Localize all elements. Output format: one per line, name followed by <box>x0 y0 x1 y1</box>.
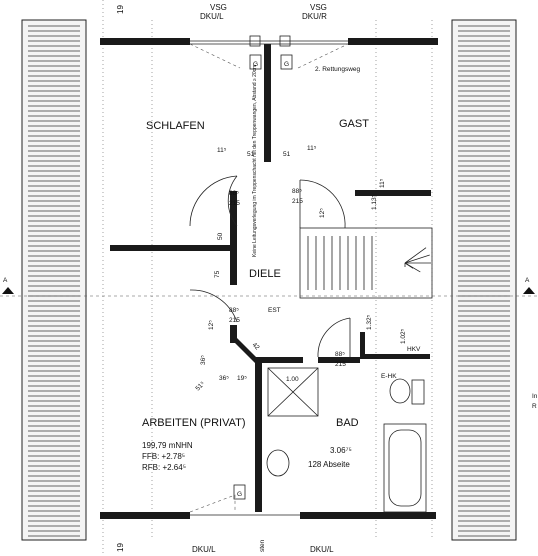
top-dku-right: DKU/R <box>302 12 327 21</box>
door4-width: 88⁵ <box>335 351 345 358</box>
dim-11a: 11⁵ <box>217 147 227 154</box>
section-arrow-right <box>523 287 535 294</box>
dim-42: 42 <box>251 341 261 351</box>
staircase <box>299 227 433 299</box>
section-mark-right: A <box>525 277 530 284</box>
dim-100: 1.00 <box>286 376 299 383</box>
dim-12a: 12⁵ <box>319 208 326 218</box>
door1-width: 88⁵ <box>229 190 239 197</box>
bottom-vertical-label: sten <box>259 539 266 552</box>
dim-11b: 11⁵ <box>307 145 317 152</box>
room-arbeiten: ARBEITEN (PRIVAT) <box>142 417 246 429</box>
door1-height: 215 <box>229 200 240 207</box>
windows-top <box>189 40 349 516</box>
door3-height: 215 <box>229 317 240 324</box>
g-mark-3: G <box>237 491 242 498</box>
right-note-2: R <box>532 403 537 410</box>
door3-width: 88⁵ <box>229 307 239 314</box>
room-bad: BAD <box>336 417 359 429</box>
door2-width: 88⁵ <box>292 188 302 195</box>
dim-113: 1.13⁵ <box>371 194 378 210</box>
door-swings <box>189 175 351 358</box>
dim-36b: 36⁵ <box>219 375 229 382</box>
bottom-dim-19: 19 <box>116 543 125 552</box>
dim-50: 50 <box>217 232 224 240</box>
stair-winder <box>404 247 427 264</box>
stair-winder <box>404 262 414 269</box>
section-arrow-left <box>2 287 14 294</box>
section-mark-left: A <box>3 277 8 284</box>
top-vsg-right: VSG <box>310 3 327 12</box>
est-label: EST <box>268 307 281 314</box>
bottom-dku-left: DKU/L <box>192 545 216 554</box>
dim-51c: 51⁵ <box>194 380 206 392</box>
right-note-1: In <box>532 393 538 400</box>
g-mark-1: G <box>253 61 258 68</box>
room-gast: GAST <box>339 118 369 130</box>
dim-132: 1.32⁵ <box>366 314 373 330</box>
top-vsg-left: VSG <box>210 3 227 12</box>
room-diele: DIELE <box>249 268 281 280</box>
stair-winder <box>404 254 430 264</box>
top-dim-19: 19 <box>116 5 125 14</box>
bad-abseite: 128 Abseite <box>308 460 350 469</box>
rettungsweg-label: 2. Rettungsweg <box>315 66 361 73</box>
arbeiten-rfb: RFB: +2.64⁵ <box>142 463 186 472</box>
hkv-label: HKV <box>407 346 421 353</box>
dim-19b: 19⁵ <box>237 375 247 382</box>
roof-right <box>451 19 517 541</box>
stair-note: Keine Leitungsverlegung im Treppenschach… <box>252 65 258 257</box>
roof-left <box>21 19 87 541</box>
arbeiten-ffb: FFB: +2.78⁵ <box>142 452 185 461</box>
dim-102: 1.02⁵ <box>400 328 407 344</box>
top-dku-left: DKU/L <box>200 12 224 21</box>
dim-51a: 51 <box>247 151 255 158</box>
dim-51b: 51 <box>283 151 291 158</box>
walls <box>100 38 438 519</box>
dim-12b: 12⁵ <box>208 320 215 330</box>
dim-11c: 11⁵ <box>379 178 386 188</box>
g-mark-2: G <box>284 61 289 68</box>
bath-fixtures <box>266 367 427 513</box>
g-marks <box>233 35 293 500</box>
dim-75: 75 <box>214 270 221 278</box>
door2-height: 215 <box>292 198 303 205</box>
ehk-label: E-HK <box>381 373 397 380</box>
door4-height: 215 <box>335 361 346 368</box>
bottom-dku-right: DKU/L <box>310 545 334 554</box>
bad-height: 3.06⁷⁵ <box>330 446 352 455</box>
arbeiten-nhn: 199,79 mNHN <box>142 441 193 450</box>
room-schlafen: SCHLAFEN <box>146 120 205 132</box>
dim-36a: 36⁵ <box>200 355 207 365</box>
